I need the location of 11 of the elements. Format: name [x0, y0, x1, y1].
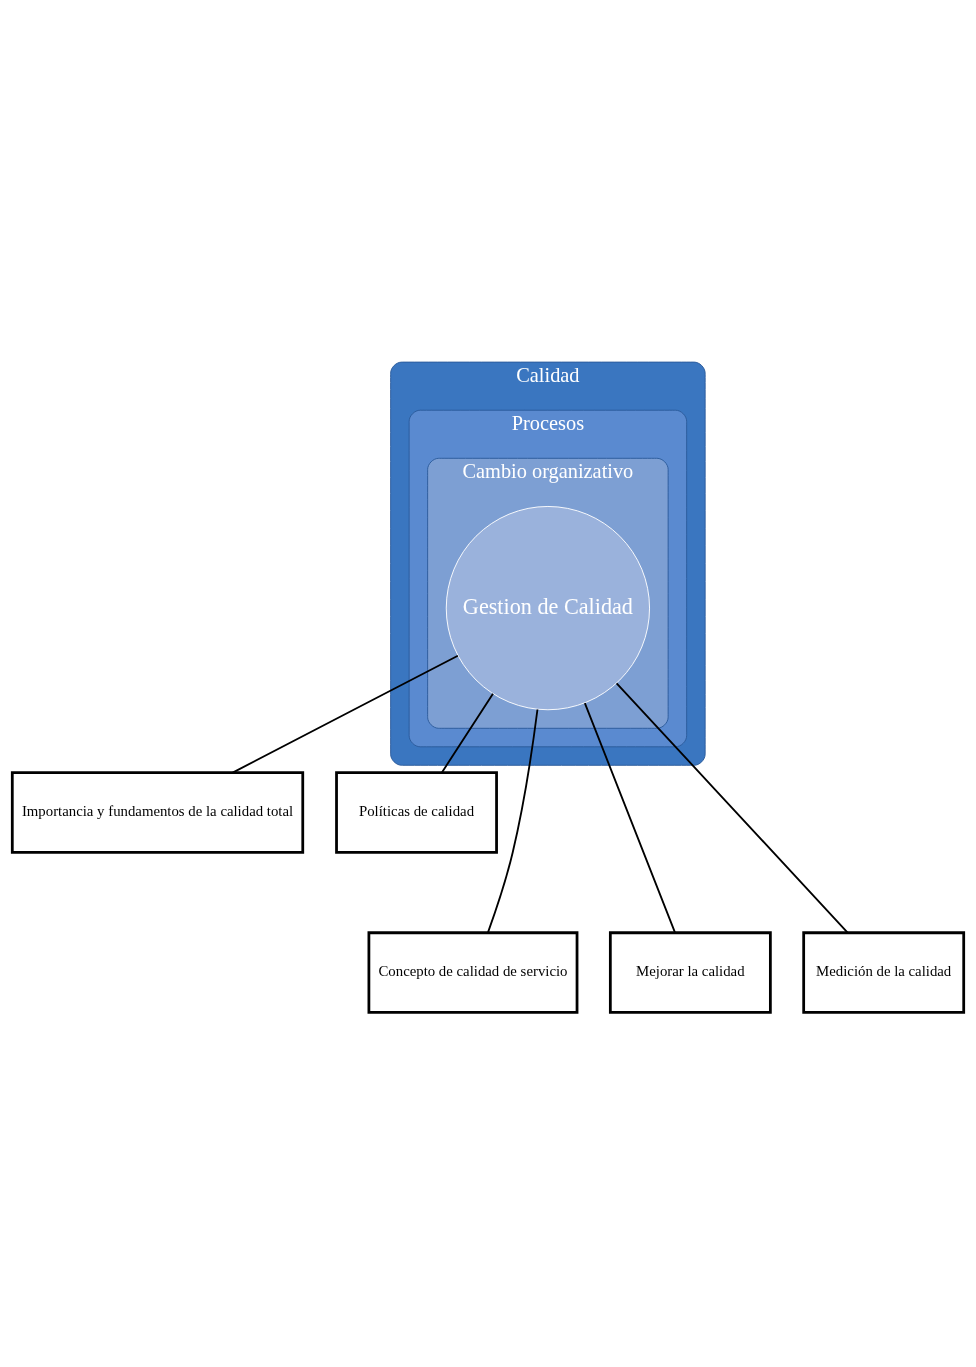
connector	[231, 654, 459, 774]
node-box: Medición de la calidad	[802, 931, 966, 1014]
connector	[487, 708, 539, 934]
node-box: Mejorar la calidad	[608, 931, 772, 1014]
connector	[440, 692, 494, 774]
connector	[583, 702, 676, 934]
connector	[615, 682, 849, 934]
node-box: Concepto de calidad de servicio	[367, 931, 579, 1014]
node-circle: Gestion de Calidad	[445, 506, 650, 711]
node-box: Importancia y fundamentos de la calidad total	[10, 771, 305, 854]
node-box: Políticas de calidad	[335, 771, 498, 854]
